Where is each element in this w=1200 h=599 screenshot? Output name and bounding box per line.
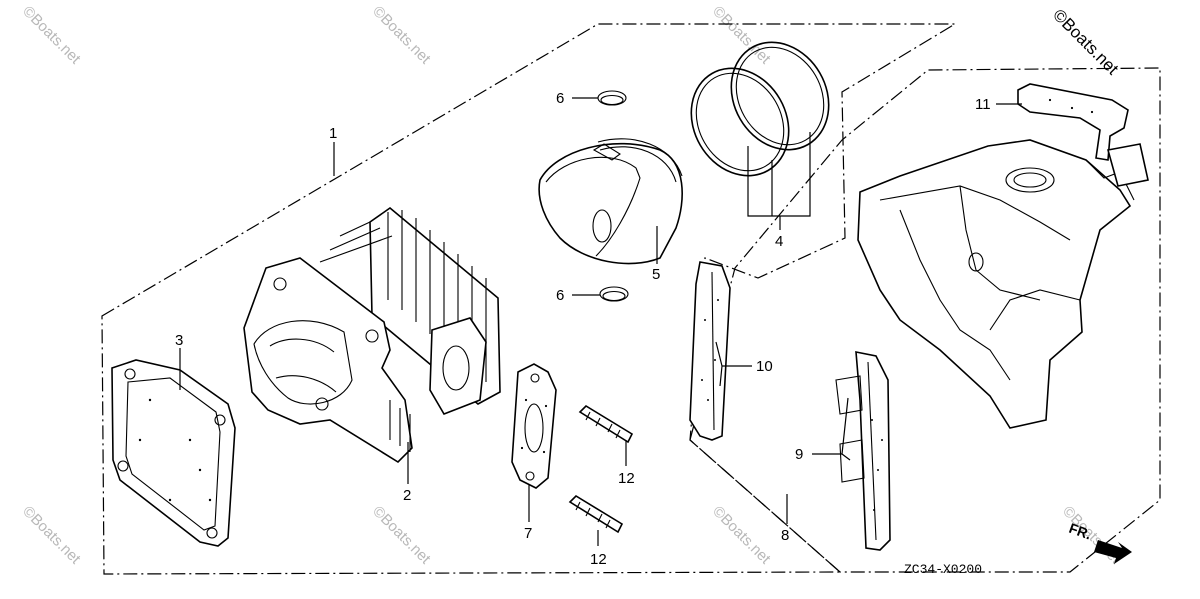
- watermark-3: ©Boats.net: [709, 3, 774, 68]
- callout-8: 8: [781, 527, 789, 544]
- callout-1: 1: [329, 125, 337, 142]
- watermark-2: ©Boats.net: [369, 3, 434, 68]
- piston: [538, 138, 683, 265]
- callout-6-bottom: 6: [556, 287, 564, 304]
- callouts: 1 2 3 4 5 6 6 7 8 9 10 11 12 12: [175, 90, 991, 568]
- stud-bolt-upper: [578, 404, 634, 444]
- callout-11: 11: [975, 96, 991, 113]
- callout-12-upper: 12: [618, 470, 635, 487]
- copyright-text: ©Boats.net: [1049, 5, 1122, 78]
- assembly-outline-1: [101, 23, 958, 575]
- front-arrow-icon: [1094, 540, 1132, 564]
- piston-pin-clip-top: [597, 90, 627, 106]
- callout-3: 3: [175, 332, 183, 349]
- front-label: FR.: [1067, 520, 1094, 543]
- diagram-code: ZC34-X0200: [904, 562, 982, 577]
- seal-strip-9: [835, 351, 891, 551]
- cylinder-shroud: [857, 83, 1149, 429]
- seal-strip-10: [689, 261, 731, 441]
- piston-pin-clip-bottom: [599, 286, 629, 302]
- callout-10: 10: [756, 358, 773, 375]
- watermark-4: ©Boats.net: [19, 503, 84, 568]
- callout-4: 4: [775, 233, 783, 250]
- callout-12-lower: 12: [590, 551, 607, 568]
- cylinder: [243, 206, 501, 464]
- exhaust-gasket: [511, 363, 557, 489]
- callout-7: 7: [524, 525, 532, 542]
- stud-bolt-lower: [568, 494, 624, 534]
- callout-6-top: 6: [556, 90, 564, 107]
- leader-lines: [179, 97, 1022, 546]
- callout-2: 2: [403, 487, 411, 504]
- head-gasket: [111, 359, 236, 547]
- callout-5: 5: [652, 266, 660, 283]
- piston-rings: [690, 41, 830, 177]
- watermark-6: ©Boats.net: [709, 503, 774, 568]
- watermark-1: ©Boats.net: [19, 3, 84, 68]
- watermark-5: ©Boats.net: [369, 503, 434, 568]
- callout-9: 9: [795, 446, 803, 463]
- front-direction-marker: FR.: [1067, 520, 1132, 564]
